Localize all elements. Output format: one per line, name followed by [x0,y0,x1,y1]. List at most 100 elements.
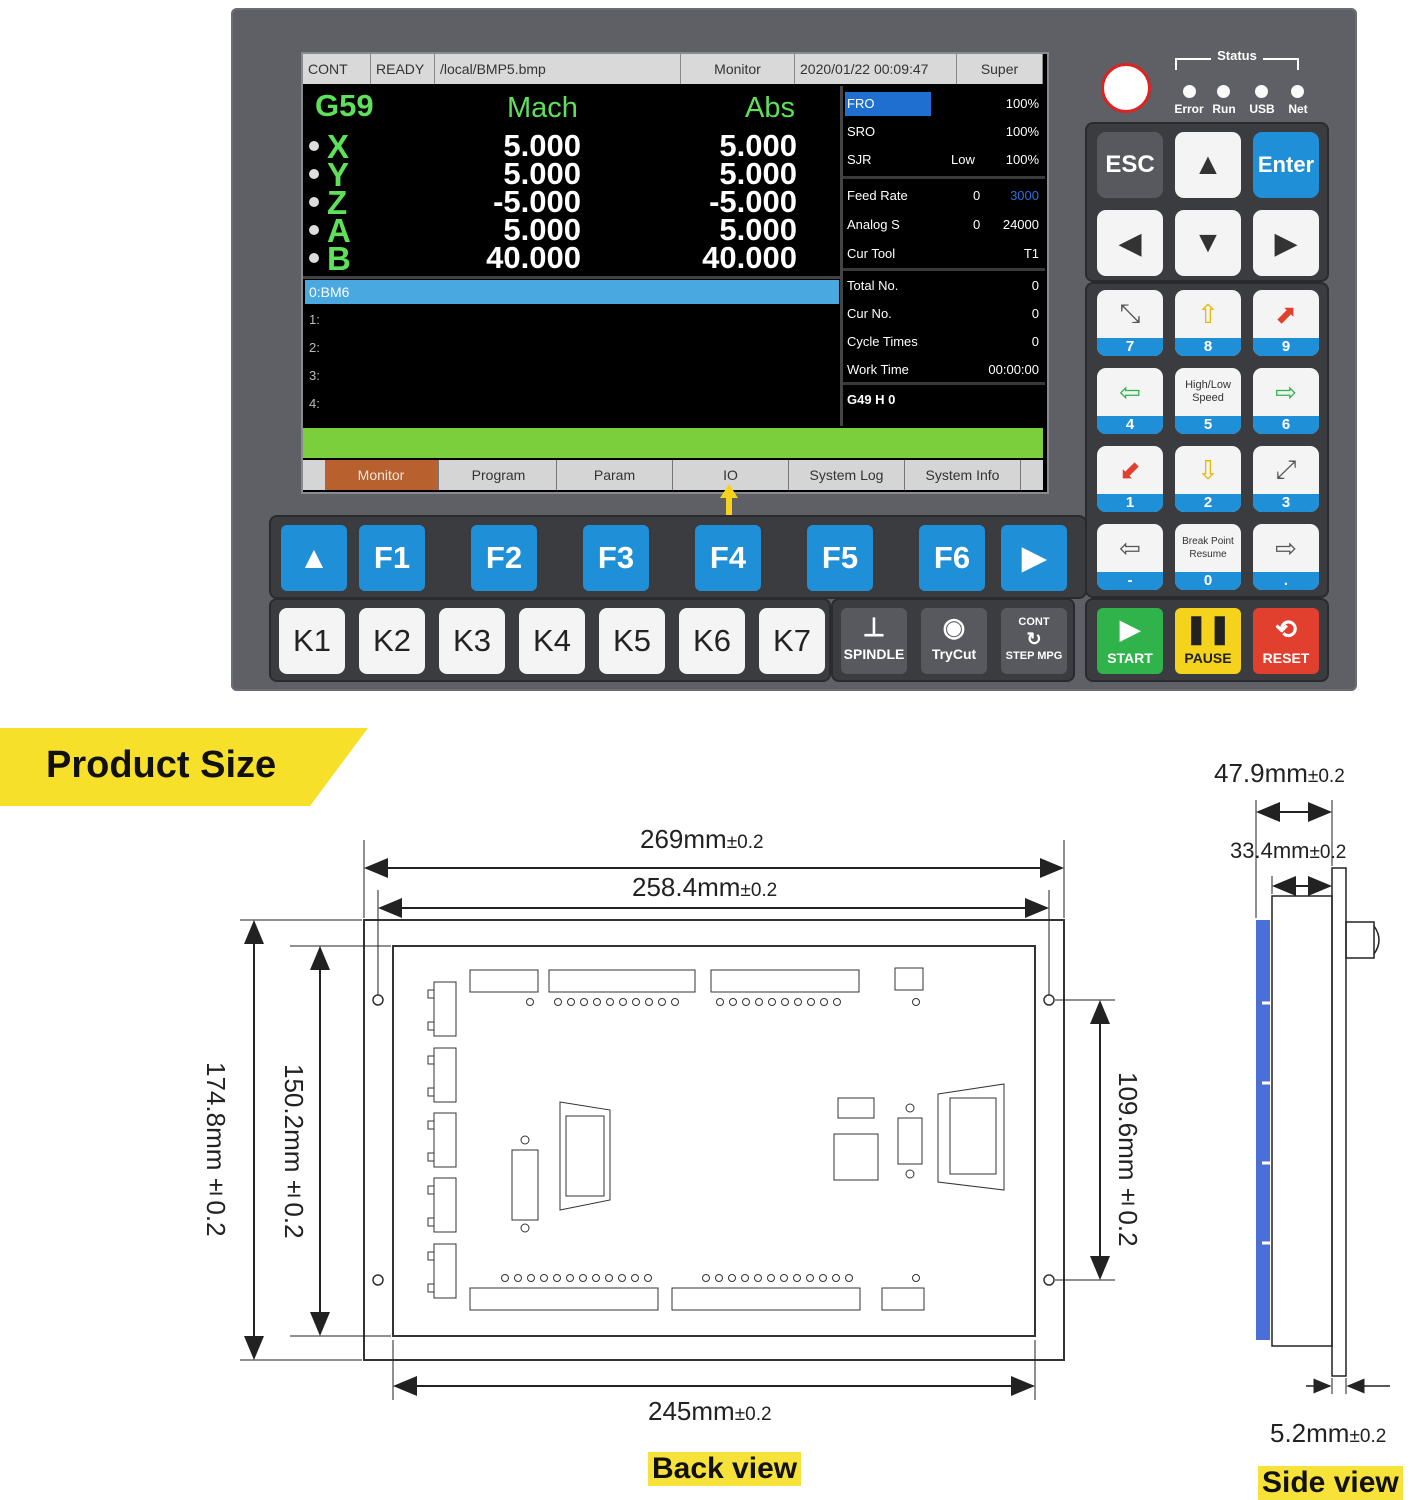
page-right-key[interactable]: ▶ [1001,525,1067,591]
k7-key[interactable]: K7 [759,608,825,674]
trycut-label: TryCut [931,646,977,662]
feed-rate-label: Feed Rate [847,188,908,203]
sjr-label: SJR [847,152,872,167]
k-key-row: K1 K2 K3 K4 K5 K6 K7 [269,598,831,682]
step-mode-key[interactable]: CONT ↻ STEP MPG [1001,608,1067,674]
breakpoint-resume-key[interactable]: Break Point Resume 0 [1175,524,1241,590]
program-line[interactable]: 1: [309,312,320,327]
axis5-plus-icon: ⇨ [1275,532,1297,563]
f1-key[interactable]: F1 [359,525,425,591]
feed-rate-value: 0 [973,188,981,203]
f2-key[interactable]: F2 [471,525,537,591]
reset-key[interactable]: ⟲ RESET [1253,608,1319,674]
analog-s-row: Analog S 0 24000 [843,217,1043,239]
page-up-key[interactable]: ▲ [281,525,347,591]
f3-key[interactable]: F3 [583,525,649,591]
mach-value: -5.000 [493,184,581,219]
key-number: 9 [1253,338,1319,356]
axis-dot-icon [309,225,319,235]
k5-key[interactable]: K5 [599,608,665,674]
run-led-label: Run [1212,102,1236,116]
spindle-key[interactable]: ⊥ SPINDLE [841,608,907,674]
cycle-times-value: 0 [1031,334,1039,349]
axis5-plus-key[interactable]: ⇨ . [1253,524,1319,590]
key-number: 6 [1253,416,1319,434]
left-arrow-key[interactable]: ◀ [1097,210,1163,276]
right-arrow-key[interactable]: ▶ [1253,210,1319,276]
emergency-stop-button[interactable] [1101,63,1151,113]
abs-value: 5.000 [719,156,797,191]
tab-program[interactable]: Program [441,460,557,490]
esc-key[interactable]: ESC [1097,132,1163,198]
x-minus-icon: ⇦ [1119,376,1141,407]
tab-system-info[interactable]: System Info [905,460,1021,490]
jog-key-1[interactable]: ⬋ 1 [1097,446,1163,512]
key-number: . [1253,572,1319,590]
mach-value: 40.000 [486,240,581,275]
y-plus-icon: ⇧ [1197,298,1219,329]
cur-tool-label: Cur Tool [847,246,896,261]
jog-key-9[interactable]: ⬈ 9 [1253,290,1319,356]
axis-dot-icon [309,169,319,179]
reset-icon: ⟲ [1275,614,1297,644]
program-line[interactable]: 2: [309,340,320,355]
sjr-value: 100% [1005,152,1039,167]
k4-key[interactable]: K4 [519,608,585,674]
divider [840,86,843,426]
jog-key-6[interactable]: ⇨ 6 [1253,368,1319,434]
page-name: Monitor [681,54,795,84]
f5-key[interactable]: F5 [807,525,873,591]
height-inner-dim: 150.2mm±0.2 [278,1064,309,1239]
dim-value: 5.2mm [1270,1418,1350,1448]
pause-key[interactable]: ❚❚ PAUSE [1175,608,1241,674]
tab-param[interactable]: Param [557,460,673,490]
analog-s-value: 0 [973,217,981,232]
jog-key-4[interactable]: ⇦ 4 [1097,368,1163,434]
trycut-key[interactable]: ◉ TryCut [921,608,987,674]
program-line-selected[interactable]: 0:BM6 [305,280,839,304]
up-arrow-key[interactable]: ▲ [1175,132,1241,198]
width-outer-dim: 269mm±0.2 [640,824,764,855]
jog-key-2[interactable]: ⇩ 2 [1175,446,1241,512]
k6-key[interactable]: K6 [679,608,745,674]
start-key[interactable]: ▶ START [1097,608,1163,674]
trycut-icon: ◉ [942,612,966,642]
k1-key[interactable]: K1 [279,608,345,674]
f6-key[interactable]: F6 [919,525,985,591]
program-line[interactable]: 3: [309,368,320,383]
analog-s-limit: 24000 [1002,217,1039,232]
k3-key[interactable]: K3 [439,608,505,674]
abs-value: -5.000 [709,184,797,219]
jog-key-3[interactable]: ⤢ 3 [1253,446,1319,512]
feed-rate-row: Feed Rate 0 3000 [843,188,1043,210]
jog-keypad: ⤡ 7 ⇧ 8 ⬈ 9 ⇦ 4 High/Low Speed 5 ⇨ 6 ⬋ 1 [1085,282,1329,598]
speed-key-5[interactable]: High/Low Speed 5 [1175,368,1241,434]
work-time-row: Work Time 00:00:00 [843,362,1043,384]
product-size-banner [0,728,368,806]
mach-value: 5.000 [503,128,581,163]
axis-dot-icon [309,253,319,263]
k2-key[interactable]: K2 [359,608,425,674]
axis-row-x: X 5.000 5.000 [303,128,839,165]
tab-system-log[interactable]: System Log [789,460,905,490]
controller-panel: CONT READY /local/BMP5.bmp Monitor 2020/… [231,8,1357,691]
program-line[interactable]: 4: [309,396,320,411]
arrow-right-icon: ▶ [1274,226,1298,260]
axis-name: Y [327,156,350,193]
axis5-minus-key[interactable]: ⇦ - [1097,524,1163,590]
down-arrow-key[interactable]: ▼ [1175,210,1241,276]
sjr-mode: Low [951,152,975,167]
dim-value: 33.4mm [1230,838,1310,863]
f4-key[interactable]: F4 [695,525,761,591]
tab-monitor[interactable]: Monitor [325,460,439,490]
jog-key-8[interactable]: ⇧ 8 [1175,290,1241,356]
pointer-arrow-icon [720,484,738,526]
tab-bar: Monitor Program Param IO System Log Syst… [303,460,1043,490]
z-plus-icon: ⬈ [1275,298,1297,329]
enter-key[interactable]: Enter [1253,132,1319,198]
tab-io[interactable]: IO [673,460,789,490]
jog-key-7[interactable]: ⤡ 7 [1097,290,1163,356]
step-mpg-label: STEP MPG [1005,650,1063,662]
arrow-up-icon: ▲ [298,540,330,575]
breakpoint-resume-label: Break Point Resume [1182,536,1234,560]
